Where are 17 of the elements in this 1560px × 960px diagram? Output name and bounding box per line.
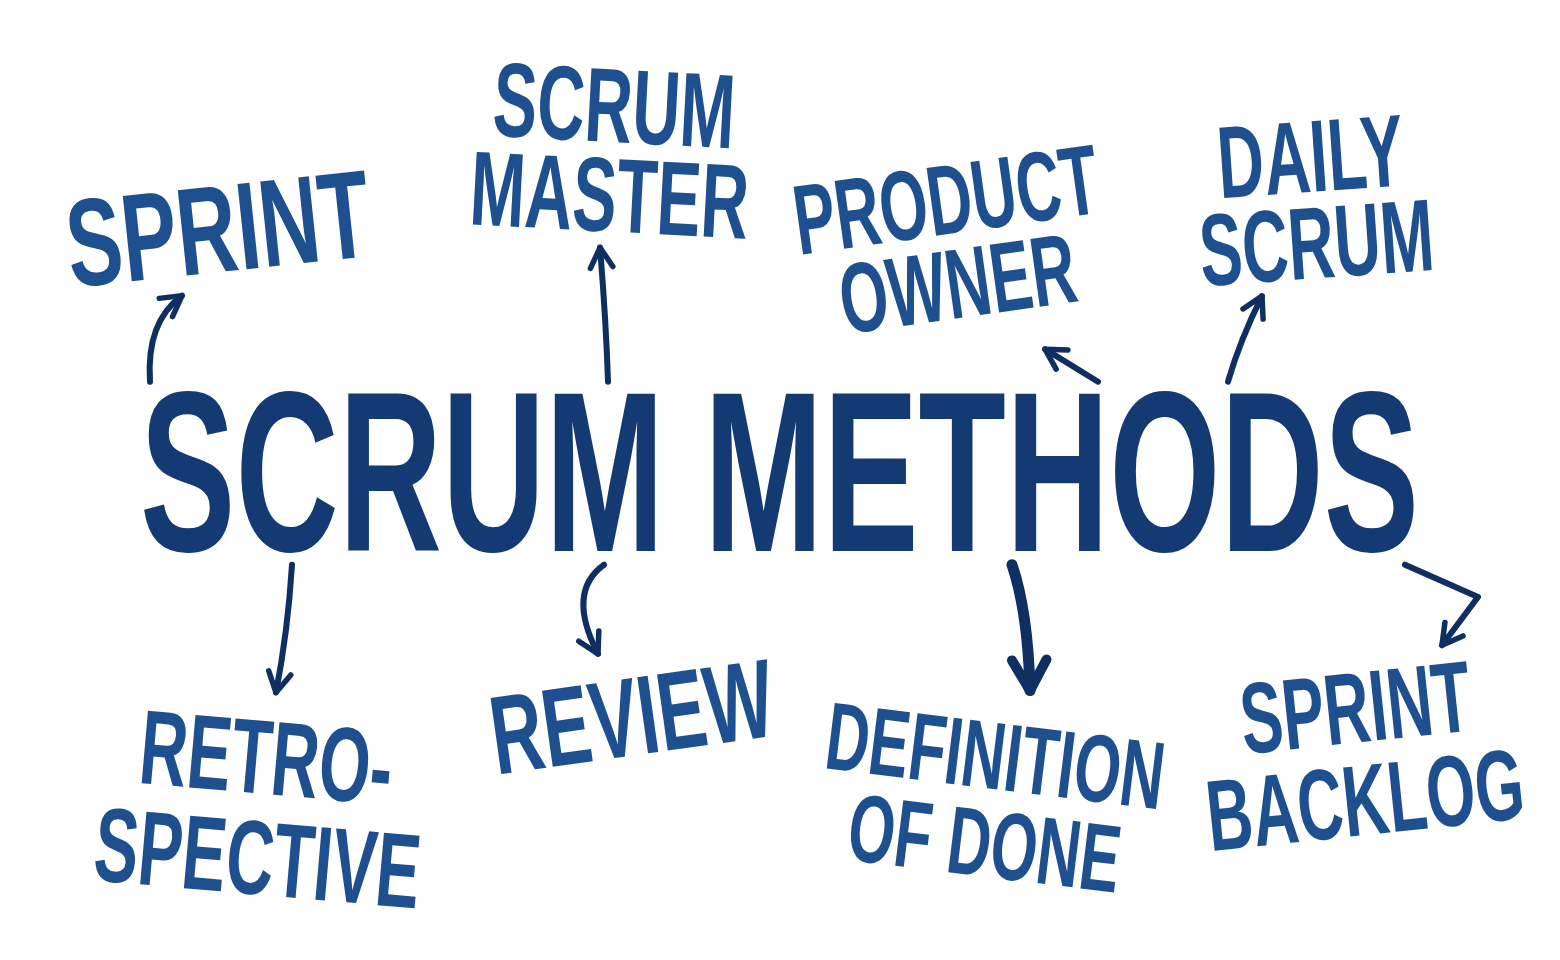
arrow <box>587 244 616 385</box>
arrow <box>1006 559 1052 697</box>
arrow <box>146 292 185 385</box>
topic-label: SPRINT BACKLOG <box>1184 645 1537 865</box>
arrow <box>1042 346 1101 385</box>
arrow <box>265 561 295 696</box>
topic-label: DEFINITION OF DONE <box>800 690 1180 910</box>
topic-label: PRODUCT OWNER <box>776 136 1128 350</box>
topic-label: DAILY SCRUM <box>1180 104 1447 297</box>
topic-label: RETRO- SPECTIVE <box>78 692 446 923</box>
central-topic: SCRUM METHODS <box>140 381 1420 565</box>
arrow <box>1402 561 1481 649</box>
topic-label: REVIEW <box>485 653 779 782</box>
topic-label: SPRINT <box>61 164 375 296</box>
arrow <box>576 561 607 657</box>
arrow <box>1225 293 1266 385</box>
topic-label: SCRUM MASTER <box>457 52 767 248</box>
